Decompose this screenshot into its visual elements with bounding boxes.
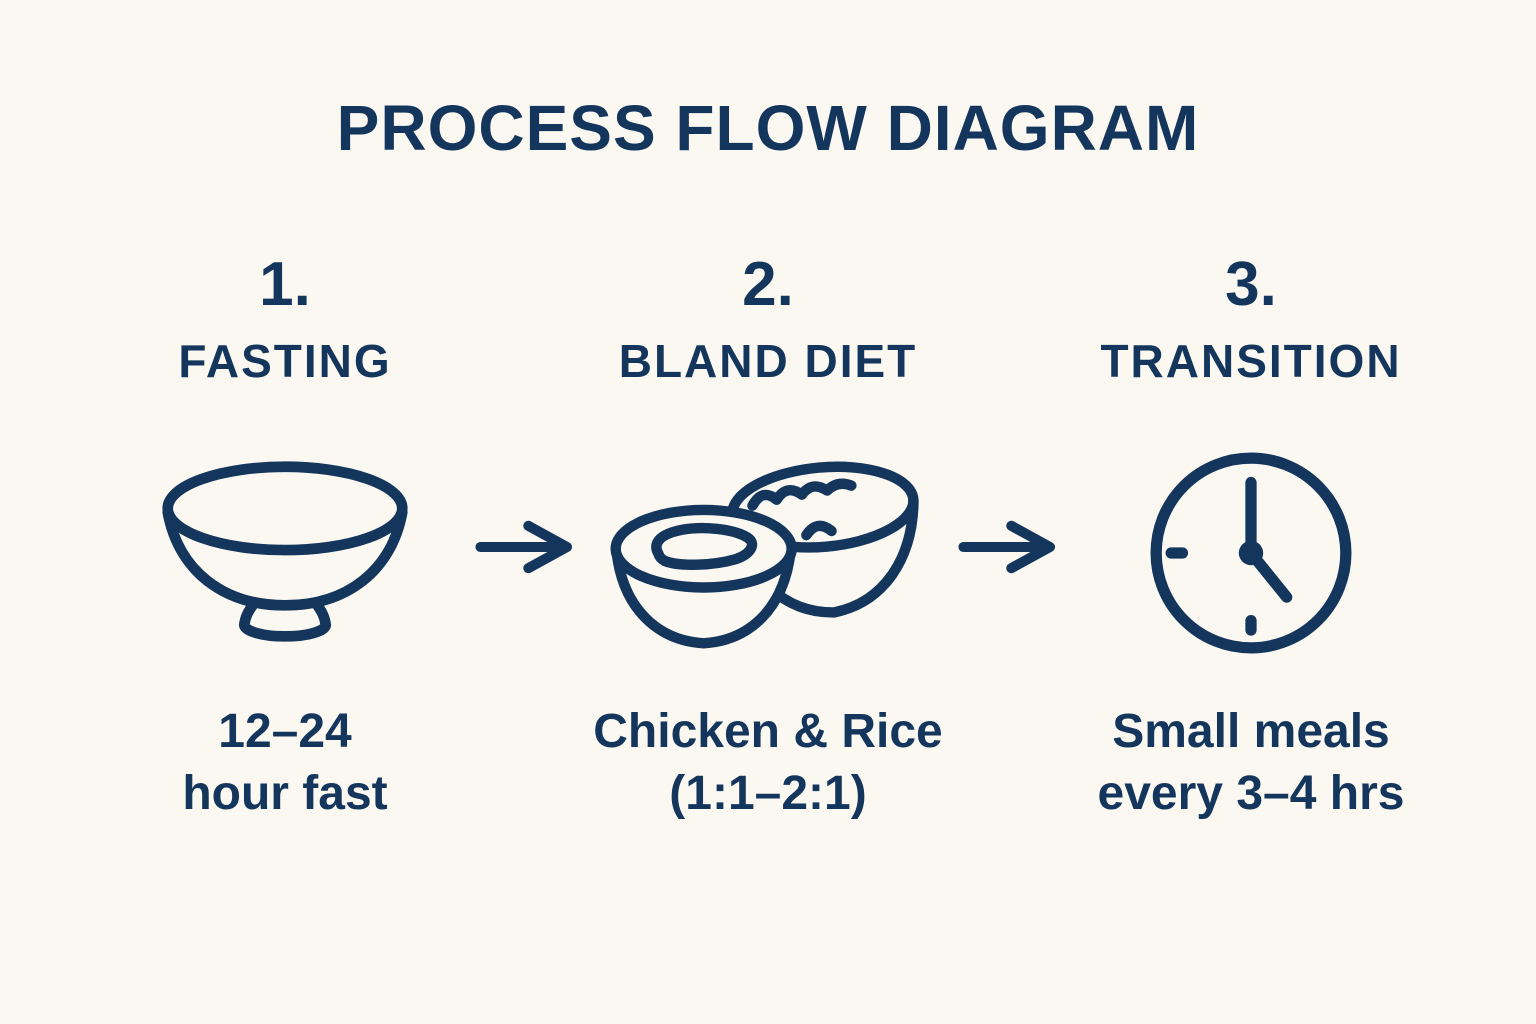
right-arrow-icon	[958, 254, 1061, 826]
caption-line: every 3–4 hrs	[1097, 767, 1405, 821]
step-bland-diet: 2. BLAND DIET Chic	[578, 254, 958, 826]
flow-row: 1. FASTING 12–24 hour fast 2.	[95, 254, 1441, 826]
caption-line: hour fast	[182, 767, 388, 821]
step-heading: TRANSITION	[1100, 335, 1402, 387]
caption-line: (1:1–2:1)	[669, 767, 867, 821]
step-heading: FASTING	[178, 335, 392, 387]
step-number: 2.	[742, 250, 794, 319]
step-number: 1.	[259, 250, 311, 319]
step-caption: 12–24 hour fast	[182, 701, 387, 826]
step-caption: Small meals every 3–4 hrs	[1098, 701, 1405, 826]
caption-line: 12–24	[218, 705, 352, 758]
clock-icon	[1143, 430, 1359, 675]
step-caption: Chicken & Rice (1:1–2:1)	[593, 701, 942, 826]
step-fasting: 1. FASTING 12–24 hour fast	[95, 254, 475, 826]
empty-bowl-icon	[159, 430, 411, 675]
page-title: PROCESS FLOW DIAGRAM	[336, 92, 1200, 164]
step-number: 3.	[1225, 250, 1277, 319]
step-transition: 3. TRANSITION Small meals every 3–4 hrs	[1061, 254, 1441, 826]
caption-line: Chicken & Rice	[593, 705, 943, 758]
chicken-rice-bowls-icon	[607, 430, 929, 675]
caption-line: Small meals	[1112, 705, 1390, 758]
right-arrow-icon	[475, 254, 578, 826]
step-heading: BLAND DIET	[618, 335, 918, 387]
